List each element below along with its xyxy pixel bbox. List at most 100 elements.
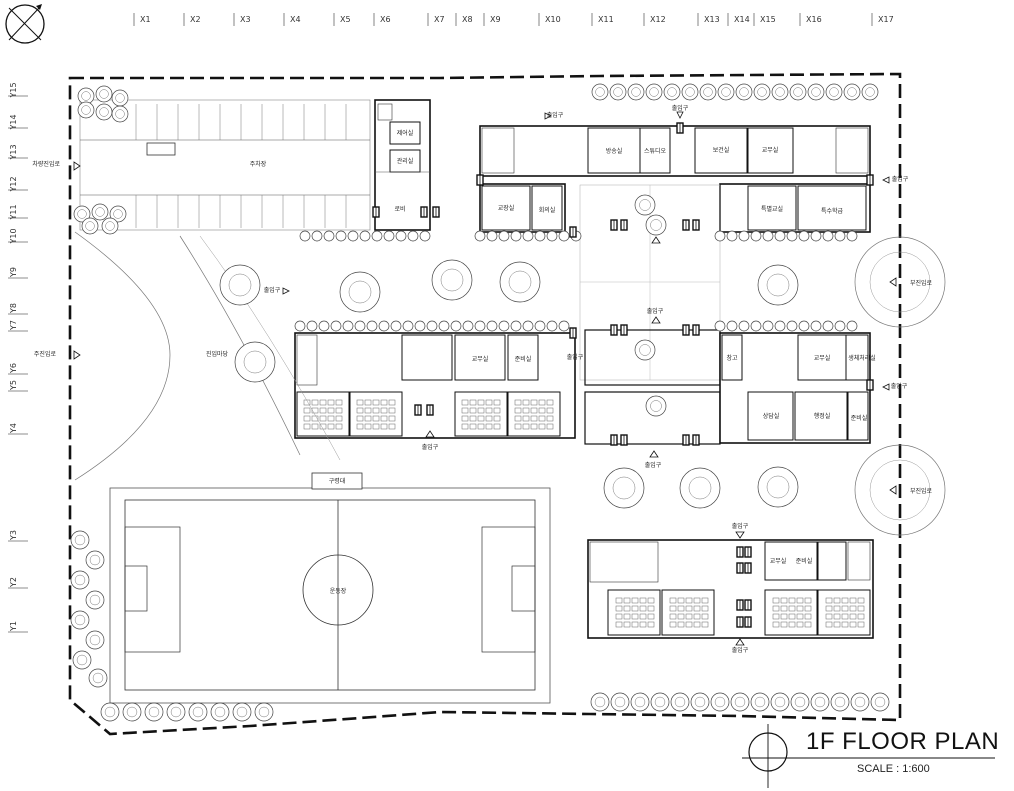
desk — [522, 407, 530, 414]
desk — [857, 613, 865, 620]
grid-x-label: X4 — [290, 15, 301, 24]
label-staff-se: 교무실 — [770, 557, 787, 565]
tree-icon — [95, 85, 113, 103]
tree-icon — [101, 217, 119, 235]
entrance-labels: 차량진입로 주진입로 부진입로 부진입로 출입구 출입구 출입구 출입구 출입구… — [32, 104, 932, 654]
label-entrance: 출입구 — [892, 175, 909, 183]
desk — [522, 423, 530, 430]
entry-triangle-icon — [889, 277, 897, 287]
desk — [485, 399, 493, 406]
desk — [780, 605, 788, 612]
tree-icon — [73, 205, 91, 223]
desk — [546, 423, 554, 430]
desk — [804, 597, 812, 604]
shrub-icon — [726, 230, 738, 242]
desk — [693, 613, 701, 620]
desk — [372, 407, 380, 414]
label-garden: 진입마당 — [206, 350, 229, 358]
tree-icon — [757, 264, 799, 306]
desk — [335, 407, 343, 414]
label-parking: 주차장 — [250, 160, 267, 168]
desk — [615, 605, 623, 612]
desk — [825, 597, 833, 604]
door-icon — [426, 404, 434, 416]
desk — [685, 613, 693, 620]
desk — [841, 605, 849, 612]
door-icon — [692, 219, 700, 231]
desk — [788, 605, 796, 612]
desk — [701, 597, 709, 604]
desk — [364, 415, 372, 422]
desk — [857, 605, 865, 612]
tree-icon — [735, 83, 753, 101]
desk — [623, 613, 631, 620]
desk — [772, 597, 780, 604]
desk — [849, 597, 857, 604]
shrub-icon — [762, 320, 774, 332]
label-prep-east: 준비실 — [851, 414, 868, 422]
tree-icon — [757, 466, 799, 508]
desk — [647, 597, 655, 604]
desk — [319, 415, 327, 422]
grid-x-label: X13 — [704, 15, 720, 24]
door-icon — [476, 174, 484, 186]
tree-icon — [122, 702, 142, 722]
tree-icon — [109, 205, 127, 223]
tree-icon — [663, 83, 681, 101]
desk — [788, 613, 796, 620]
tree-icon — [770, 692, 790, 712]
label-control: 제어실 — [397, 129, 414, 137]
desk — [701, 613, 709, 620]
label-entrance: 출입구 — [645, 461, 662, 469]
desk — [461, 415, 469, 422]
desk — [461, 423, 469, 430]
entry-triangle-icon — [889, 485, 897, 495]
shrub-icon — [834, 320, 846, 332]
shrub-icon — [311, 230, 323, 242]
desk — [631, 597, 639, 604]
shrub-icon — [822, 320, 834, 332]
door-icon — [692, 324, 700, 336]
shrub-icon — [498, 230, 510, 242]
desk — [841, 597, 849, 604]
desk — [623, 605, 631, 612]
entry-triangle-icon — [544, 112, 552, 120]
desk — [477, 399, 485, 406]
desk — [615, 621, 623, 628]
desk — [356, 399, 364, 406]
grid-x-label: X7 — [434, 15, 445, 24]
grid-x-label: X5 — [340, 15, 351, 24]
shrub-icon — [306, 320, 318, 332]
shrub-icon — [486, 320, 498, 332]
desk — [685, 621, 693, 628]
entry-triangle-icon — [882, 383, 890, 391]
label-entrance: 출입구 — [567, 353, 584, 361]
stairs-icon — [481, 127, 515, 174]
grid-x-label: X1 — [140, 15, 151, 24]
desk — [538, 415, 546, 422]
tree-icon — [790, 692, 810, 712]
desk — [639, 597, 647, 604]
desk — [796, 605, 804, 612]
tree-icon — [843, 83, 861, 101]
grid-x-label: X8 — [462, 15, 473, 24]
label-entrance: 출입구 — [672, 104, 689, 112]
desk — [849, 621, 857, 628]
desk — [796, 621, 804, 628]
label-studio: 스튜디오 — [644, 147, 667, 155]
shrub-icon — [359, 230, 371, 242]
shrub-icon — [402, 320, 414, 332]
doors — [372, 122, 874, 628]
tree-icon — [81, 217, 99, 235]
shrub-icon — [546, 230, 558, 242]
desk — [833, 613, 841, 620]
desk — [647, 621, 655, 628]
shrub-icon — [774, 320, 786, 332]
label-entrance: 출입구 — [732, 646, 749, 654]
label-entrance: 출입구 — [647, 307, 664, 315]
door-icon — [420, 206, 428, 218]
tree-icon — [144, 702, 164, 722]
tree-icon — [645, 83, 663, 101]
desk — [514, 423, 522, 430]
